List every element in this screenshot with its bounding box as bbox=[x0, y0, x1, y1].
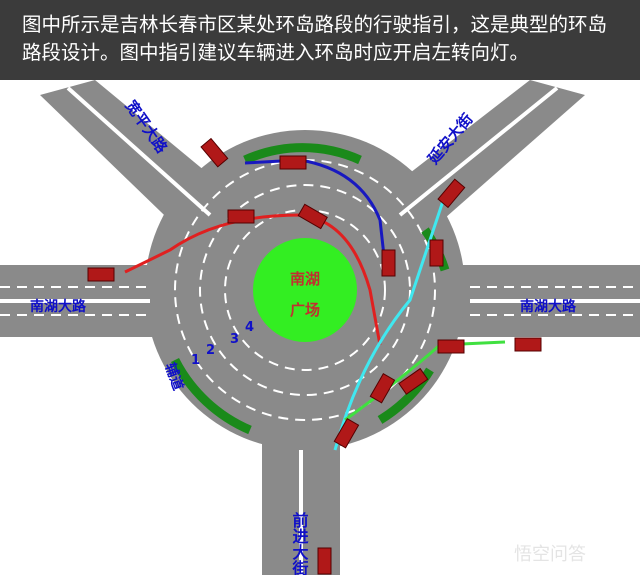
car bbox=[381, 249, 396, 277]
center-island bbox=[253, 238, 357, 342]
car bbox=[297, 203, 328, 230]
car bbox=[279, 155, 307, 170]
center-lines bbox=[0, 86, 640, 575]
car bbox=[200, 137, 229, 168]
caption-text: 图中所示是吉林长春市区某处环岛路段的行驶指引，这是典型的环岛路段设计。图中指引建… bbox=[0, 0, 640, 80]
exit-arrow bbox=[344, 340, 506, 422]
car bbox=[87, 267, 115, 282]
island-label-1: 南湖 bbox=[290, 270, 320, 288]
cars bbox=[87, 137, 542, 575]
road-label-west: 南湖大路 bbox=[30, 298, 87, 315]
lane-number: 3 bbox=[230, 332, 239, 347]
car bbox=[317, 547, 332, 575]
island-label-2: 广场 bbox=[290, 301, 320, 319]
car bbox=[333, 418, 360, 449]
lane-number: 1 bbox=[191, 353, 200, 368]
car bbox=[437, 178, 466, 209]
lane-number: 4 bbox=[245, 320, 254, 335]
lane-numbers: 1 2 3 4 bbox=[191, 320, 254, 368]
car bbox=[437, 339, 465, 354]
car bbox=[514, 337, 542, 352]
car bbox=[398, 367, 429, 395]
lane-number: 2 bbox=[206, 343, 215, 358]
road-label-east: 南湖大路 bbox=[520, 298, 577, 315]
car bbox=[429, 239, 444, 267]
car bbox=[227, 209, 255, 224]
car bbox=[369, 373, 396, 404]
watermark: 悟空问答 bbox=[514, 544, 586, 565]
road-label-south: 前进大街 bbox=[290, 511, 310, 575]
